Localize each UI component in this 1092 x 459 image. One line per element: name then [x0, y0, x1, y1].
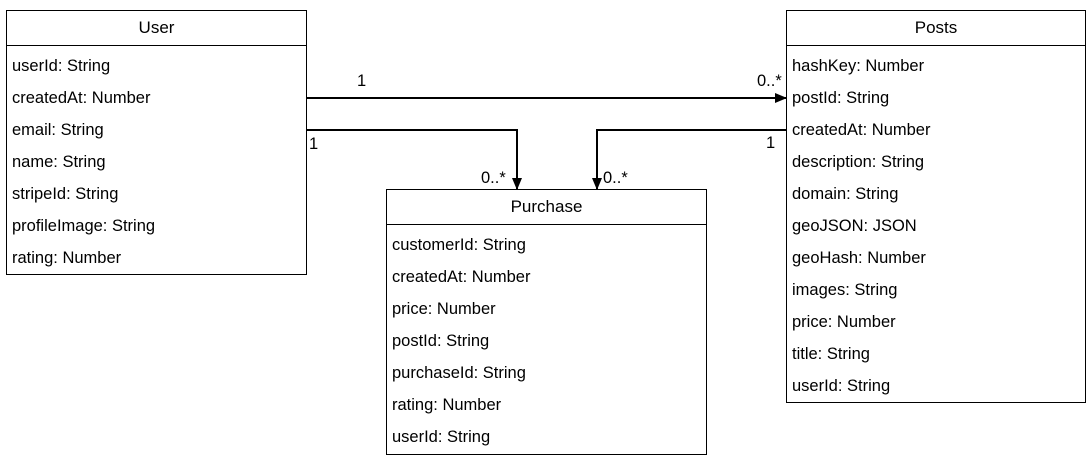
attribute-item: geoJSON: JSON: [792, 217, 917, 235]
attribute-item: createdAt: Number: [12, 89, 151, 107]
attribute-item: domain: String: [792, 185, 899, 203]
attribute-item: profileImage: String: [12, 217, 156, 235]
attribute-item: purchaseId: String: [392, 364, 526, 382]
attribute-item: hashKey: Number: [792, 57, 925, 75]
attribute-item: createdAt: Number: [392, 268, 531, 286]
class-purchase-title: Purchase: [387, 190, 706, 225]
association-user-purchase[interactable]: [307, 129, 522, 190]
attribute-item: userId: String: [792, 377, 891, 395]
class-user[interactable]: User userId: String createdAt: Number em…: [6, 10, 307, 275]
attribute-item: rating: Number: [12, 249, 122, 267]
attribute-item: images: String: [792, 281, 898, 299]
multiplicity-user-purchase-source: 1: [309, 135, 319, 153]
class-posts-title: Posts: [787, 11, 1085, 46]
attribute-item: description: String: [792, 153, 925, 171]
class-posts-attributes: hashKey: Number postId: String createdAt…: [787, 46, 1085, 402]
association-posts-purchase[interactable]: [592, 129, 786, 190]
attribute-item: name: String: [12, 153, 106, 171]
attribute-item: rating: Number: [392, 396, 502, 414]
attribute-item: price: Number: [792, 313, 896, 331]
class-purchase-attributes: customerId: String createdAt: Number pri…: [387, 225, 706, 453]
attribute-item: createdAt: Number: [792, 121, 931, 139]
attribute-item: customerId: String: [392, 236, 526, 254]
multiplicity-user-purchase-target: 0..*: [481, 169, 506, 187]
class-posts[interactable]: Posts hashKey: Number postId: String cre…: [786, 10, 1086, 403]
class-user-attributes: userId: String createdAt: Number email: …: [7, 46, 306, 274]
class-purchase[interactable]: Purchase customerId: String createdAt: N…: [386, 189, 707, 455]
attribute-item: price: Number: [392, 300, 496, 318]
attribute-item: title: String: [792, 345, 870, 363]
attribute-item: userId: String: [392, 428, 491, 446]
attribute-item: stripeId: String: [12, 185, 119, 203]
attribute-item: geoHash: Number: [792, 249, 926, 267]
attribute-item: email: String: [12, 121, 104, 139]
class-user-title: User: [7, 11, 306, 46]
attribute-item: userId: String: [12, 57, 111, 75]
attribute-item: postId: String: [392, 332, 490, 350]
multiplicity-user-posts-target: 0..*: [757, 72, 782, 90]
attribute-item: postId: String: [792, 89, 890, 107]
multiplicity-posts-purchase-source: 1: [766, 134, 776, 152]
multiplicity-posts-purchase-target: 0..*: [603, 169, 628, 187]
multiplicity-user-posts-source: 1: [357, 72, 367, 90]
